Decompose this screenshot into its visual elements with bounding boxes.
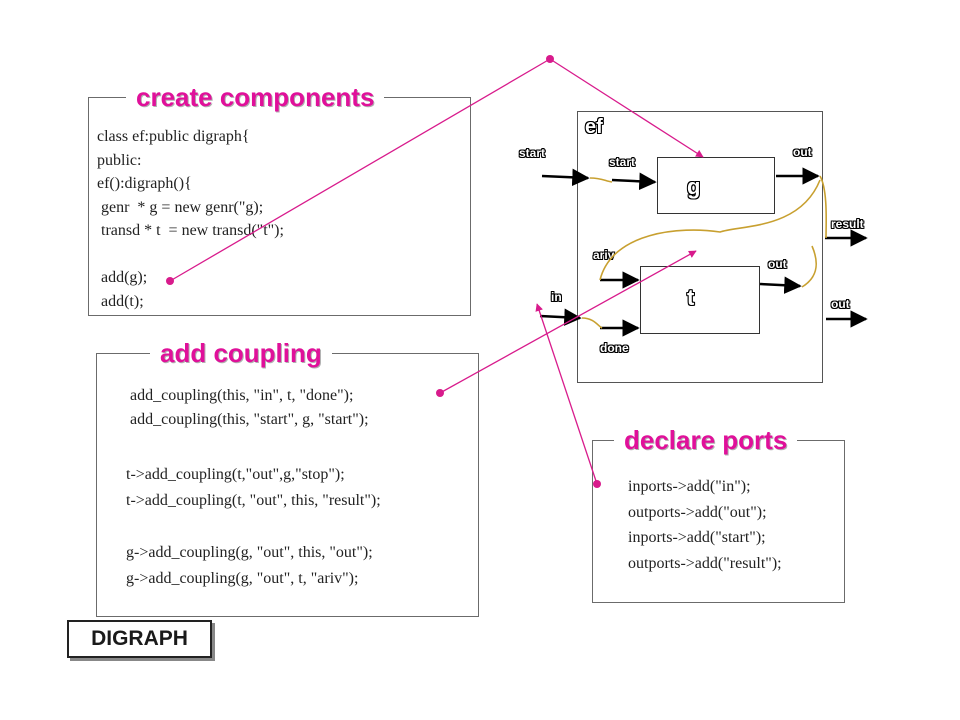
- port-start-outer: start: [519, 146, 546, 160]
- port-ariv: ariv: [593, 248, 615, 262]
- ef-model-label: ef: [585, 116, 603, 138]
- digraph-label: DIGRAPH: [67, 620, 212, 658]
- ef-model-frame: [577, 111, 823, 383]
- component-t-label: t: [687, 285, 695, 310]
- coupling-tout-to-gstop: [801, 245, 818, 288]
- pointer-add-coupling: [439, 250, 697, 394]
- port-out-t: out: [768, 257, 787, 271]
- declare-ports-code: inports->add("in"); outports->add("out")…: [628, 478, 782, 572]
- arrow-start-outer: [541, 168, 590, 187]
- port-out-outer: out: [831, 297, 850, 311]
- pointer-dot-create: [166, 277, 174, 285]
- add-coupling-heading: add coupling: [150, 338, 332, 369]
- coupling-start-to-g: [589, 177, 613, 183]
- pointer-dot-ports: [593, 480, 601, 488]
- pointer-create-components: [169, 58, 551, 282]
- component-t: [640, 266, 760, 334]
- component-g-label: g: [687, 174, 701, 199]
- port-in: in: [551, 290, 562, 304]
- arrow-out-t: [759, 276, 802, 294]
- port-start-g: start: [609, 155, 636, 169]
- pointer-dot-top: [546, 55, 554, 63]
- create-components-code: class ef:public digraph{ public: ef():di…: [97, 128, 284, 310]
- pointer-declare-ports: [535, 303, 598, 485]
- arrow-start-g: [611, 172, 657, 191]
- coupling-gout-to-ariv: [599, 179, 821, 281]
- port-out-g: out: [793, 145, 812, 159]
- component-g: [657, 157, 775, 214]
- arrow-in: [539, 308, 582, 326]
- add-coupling-code-components: t->add_coupling(t,"out",g,"stop"); t->ad…: [126, 466, 381, 587]
- declare-ports-heading: declare ports: [614, 425, 798, 456]
- create-components-heading: create components: [126, 82, 385, 113]
- coupling-gout-to-result: [819, 175, 828, 239]
- add-coupling-code-this: add_coupling(this, "in", t, "done"); add…: [130, 387, 369, 428]
- port-result: result: [831, 217, 864, 231]
- pointer-g-start: [549, 58, 704, 158]
- port-done: done: [600, 341, 629, 355]
- pointer-dot-coupling: [436, 389, 444, 397]
- coupling-in-to-done: [581, 317, 603, 329]
